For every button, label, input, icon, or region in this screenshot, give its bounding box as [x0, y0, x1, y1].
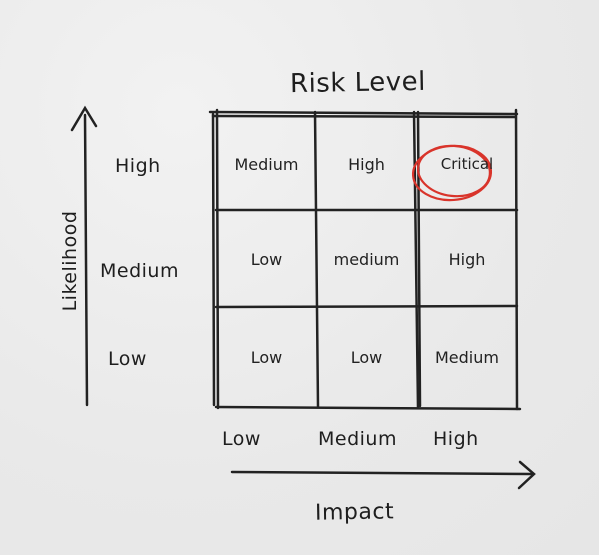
y-axis-label: Likelihood: [59, 210, 81, 312]
cell-medium-high: High: [448, 249, 486, 269]
col-label-high: High: [433, 428, 479, 450]
row-label-medium: Medium: [100, 260, 179, 282]
cell-low-low: Low: [250, 347, 283, 367]
grid-right-line: [514, 108, 519, 411]
col-label-low: Low: [222, 428, 261, 450]
cell-high-high: Critical: [440, 155, 494, 173]
grid-inner-vline-2: [412, 110, 420, 410]
cell-high-medium: High: [348, 154, 385, 174]
grid-bottom-line: [214, 405, 522, 411]
diagram-title: Risk Level: [289, 66, 427, 100]
cell-low-high: Medium: [435, 347, 499, 367]
grid-inner-hline-2: [214, 304, 519, 309]
grid-top-line: [208, 110, 519, 116]
critical-highlight-circle: [411, 144, 493, 202]
cell-high-low: Medium: [234, 154, 299, 174]
x-axis-arrow: [230, 460, 536, 490]
row-label-high: High: [115, 155, 161, 177]
col-label-medium: Medium: [318, 428, 397, 450]
y-axis-arrow: [70, 105, 98, 407]
grid-inner-vline-1: [313, 110, 320, 409]
x-axis-label: Impact: [314, 499, 395, 526]
cell-low-medium: Low: [350, 347, 383, 367]
row-label-low: Low: [108, 348, 147, 370]
cell-medium-medium: medium: [333, 249, 400, 269]
grid-left-line: [215, 108, 220, 410]
cell-medium-low: Low: [250, 249, 283, 269]
